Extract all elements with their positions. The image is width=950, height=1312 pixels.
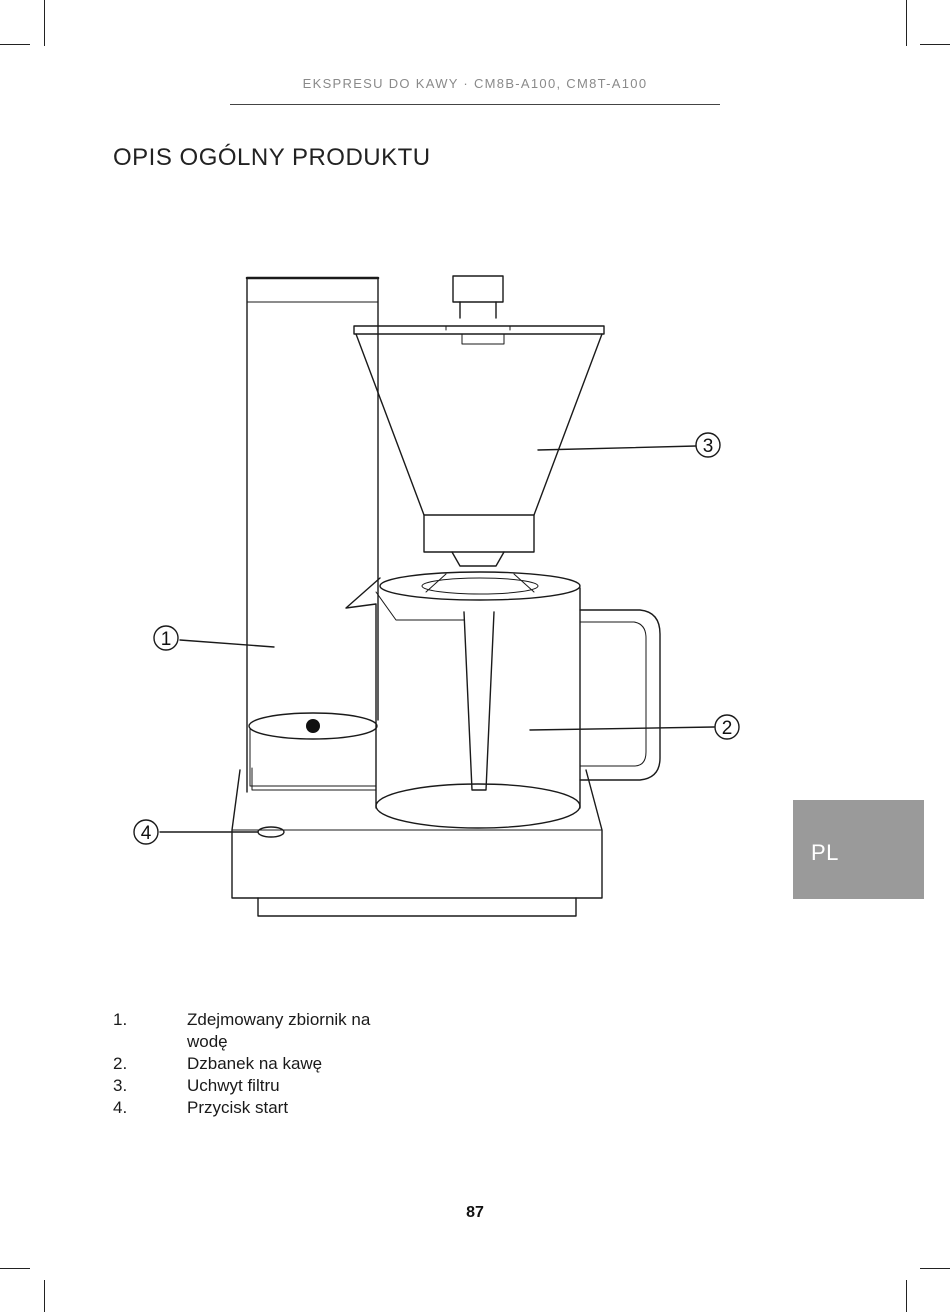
list-item: 2. Dzbanek na kawę: [113, 1053, 433, 1075]
list-item: 1. Zdejmowany zbiornik na wodę: [113, 1009, 433, 1053]
crop-mark: [44, 0, 45, 46]
legend-number: 1.: [113, 1010, 128, 1029]
legend-number: 3.: [113, 1076, 128, 1095]
tank-knob: [306, 719, 320, 733]
start-button: [257, 826, 285, 838]
callout-3: 3: [703, 436, 714, 457]
legend-text: Uchwyt filtru: [187, 1076, 280, 1095]
legend-text: Zdejmowany zbiornik na wodę: [187, 1010, 371, 1051]
carafe: [345, 571, 661, 829]
list-item: 3. Uchwyt filtru: [113, 1075, 433, 1097]
language-tab: PL: [793, 800, 924, 899]
base-unit: [231, 767, 603, 917]
language-tab-label: PL: [811, 840, 839, 865]
callout-4: 4: [141, 823, 152, 844]
crop-mark: [920, 1268, 950, 1269]
crop-mark: [44, 1280, 45, 1312]
legend-number: 4.: [113, 1098, 128, 1117]
callout-1: 1: [161, 629, 172, 650]
legend-text: Przycisk start: [187, 1098, 289, 1117]
page-number: 87: [466, 1204, 484, 1221]
callout-2: 2: [722, 718, 733, 739]
legend-number: 2.: [113, 1054, 128, 1073]
crop-mark: [0, 44, 30, 45]
crop-mark: [0, 1268, 30, 1269]
parts-legend: 1. Zdejmowany zbiornik na wodę 2. Dzbane…: [113, 1009, 433, 1119]
legend-text: Dzbanek na kawę: [187, 1054, 323, 1073]
filter-holder: [353, 275, 605, 567]
crop-mark: [906, 1280, 907, 1312]
list-item: 4. Przycisk start: [113, 1097, 433, 1119]
section-title: OPIS OGÓLNY PRODUKTU: [113, 144, 431, 171]
water-tank: [245, 276, 380, 793]
crop-mark: [906, 0, 907, 46]
crop-mark: [920, 44, 950, 45]
running-header: EKSPRESU DO KAWY · CM8B-A100, CM8T-A100: [302, 76, 648, 91]
header-rule: [230, 104, 720, 105]
